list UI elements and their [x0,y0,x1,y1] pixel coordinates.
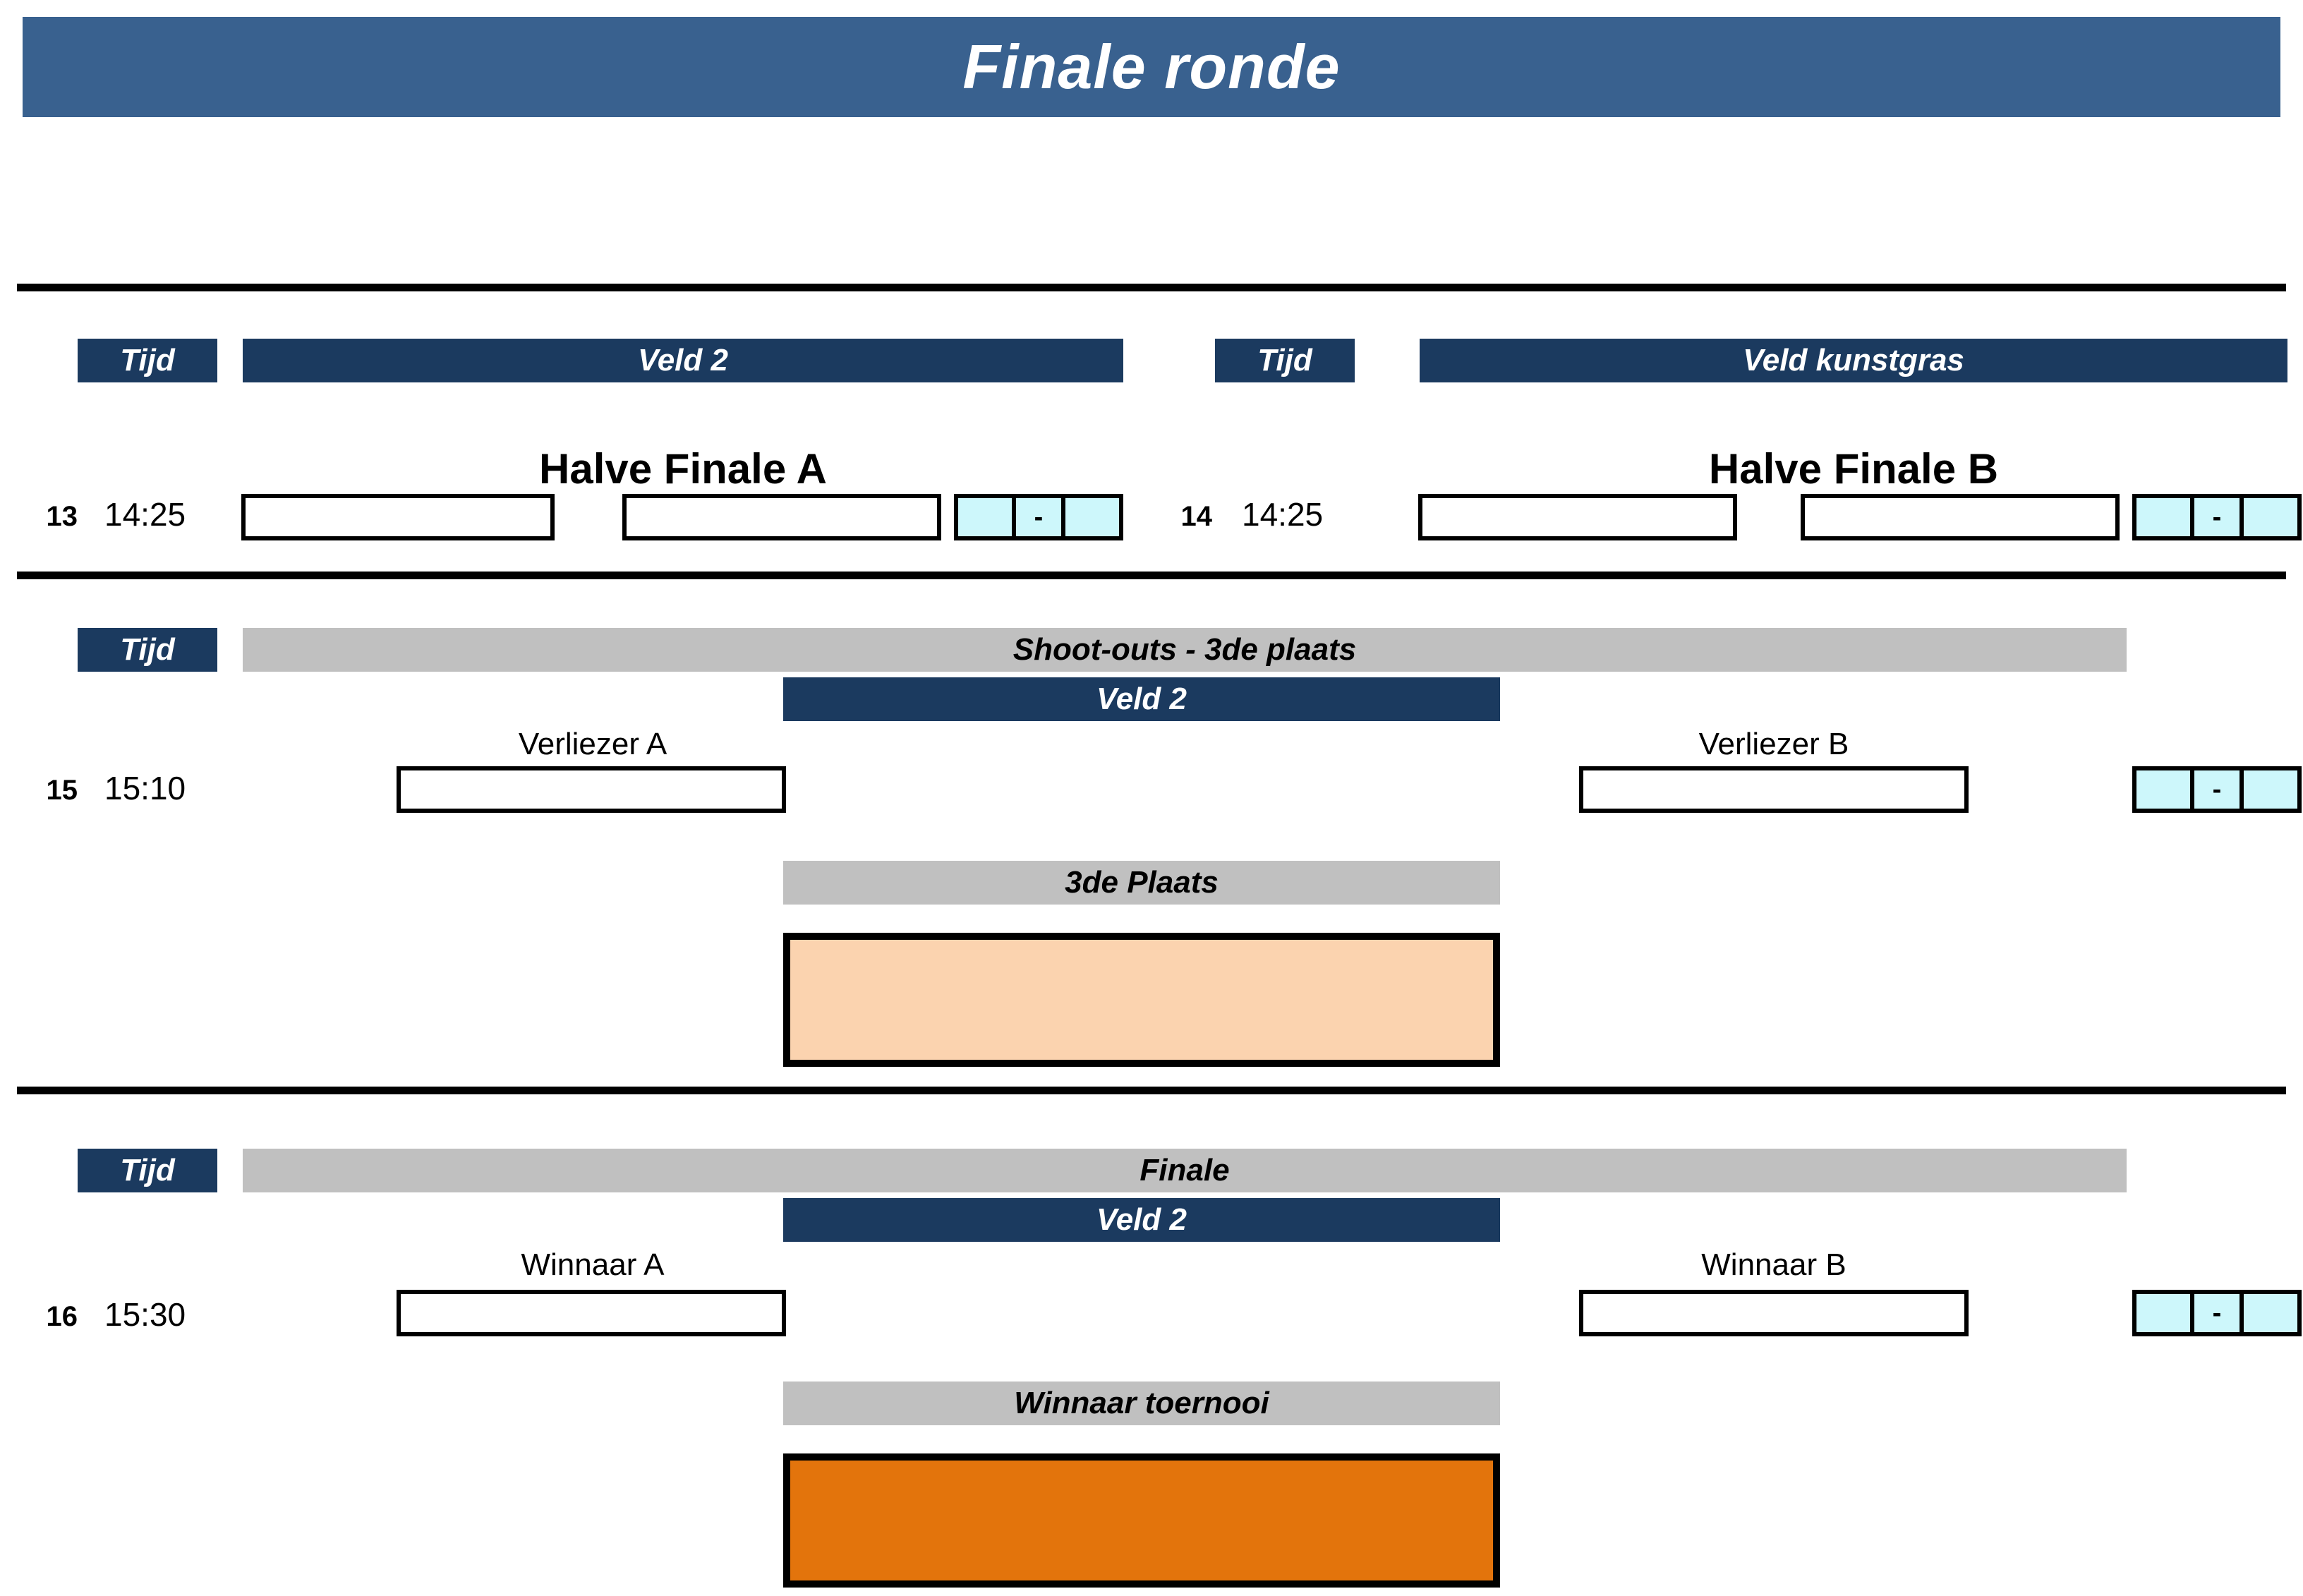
team-input-away-16[interactable] [1579,1290,1969,1336]
score-home-14[interactable] [2136,498,2190,536]
result-box-third-place[interactable] [783,933,1500,1067]
slot-caption-verliezer-a: Verliezer A [518,727,667,761]
team-input-home-15[interactable] [397,766,786,813]
time-header-semifinal-a: Tijd [78,339,217,382]
time-header-semifinal-b: Tijd [1215,339,1355,382]
score-away-15[interactable] [2244,770,2297,809]
team-input-home-14[interactable] [1418,494,1737,540]
divider-mid-2 [17,1087,2286,1094]
stage-caption-halve-finale-a: Halve Finale A [539,445,827,492]
banner-finale: Finale [243,1149,2127,1192]
slot-caption-winnaar-a: Winnaar A [521,1247,665,1282]
result-box-tournament-winner[interactable] [783,1453,1500,1588]
match-time-13: 14:25 [104,496,186,533]
score-group-15[interactable]: - [2132,766,2302,813]
stage-caption-halve-finale-b: Halve Finale B [1708,445,1999,492]
team-input-away-13[interactable] [622,494,941,540]
match-number-16: 16 [46,1301,78,1332]
team-input-home-13[interactable] [241,494,555,540]
score-group-16[interactable]: - [2132,1290,2302,1336]
banner-shootouts-third-place: Shoot-outs - 3de plaats [243,628,2127,672]
team-input-away-15[interactable] [1579,766,1969,813]
score-separator-15: - [2190,770,2244,809]
field-header-kunstgras-semifinal-b: Veld kunstgras [1420,339,2287,382]
match-time-16: 15:30 [104,1296,186,1333]
score-separator-16: - [2190,1294,2244,1332]
banner-winnaar-toernooi: Winnaar toernooi [783,1382,1500,1425]
slot-caption-winnaar-b: Winnaar B [1701,1247,1846,1282]
divider-top [17,284,2286,291]
score-away-16[interactable] [2244,1294,2297,1332]
score-group-14[interactable]: - [2132,494,2302,540]
score-home-16[interactable] [2136,1294,2190,1332]
score-separator-13: - [1012,498,1065,536]
match-number-14: 14 [1180,501,1213,532]
slot-caption-verliezer-b: Verliezer B [1698,727,1849,761]
team-input-home-16[interactable] [397,1290,786,1336]
banner-third-place: 3de Plaats [783,861,1500,905]
score-home-13[interactable] [958,498,1012,536]
page-title-bar: Finale ronde [23,17,2280,117]
match-time-15: 15:10 [104,770,186,806]
match-number-15: 15 [46,775,78,806]
score-separator-14: - [2190,498,2244,536]
score-group-13[interactable]: - [954,494,1123,540]
field-header-veld2-final: Veld 2 [783,1198,1500,1242]
page-title: Finale ronde [962,32,1341,102]
score-home-15[interactable] [2136,770,2190,809]
field-header-veld2-third-place: Veld 2 [783,677,1500,721]
team-input-away-14[interactable] [1801,494,2120,540]
score-away-13[interactable] [1065,498,1119,536]
field-header-veld2-semifinal-a: Veld 2 [243,339,1123,382]
score-away-14[interactable] [2244,498,2297,536]
time-header-final: Tijd [78,1149,217,1192]
divider-mid-1 [17,572,2286,579]
match-time-14: 14:25 [1242,496,1324,533]
time-header-third-place: Tijd [78,628,217,672]
match-number-13: 13 [46,501,78,532]
